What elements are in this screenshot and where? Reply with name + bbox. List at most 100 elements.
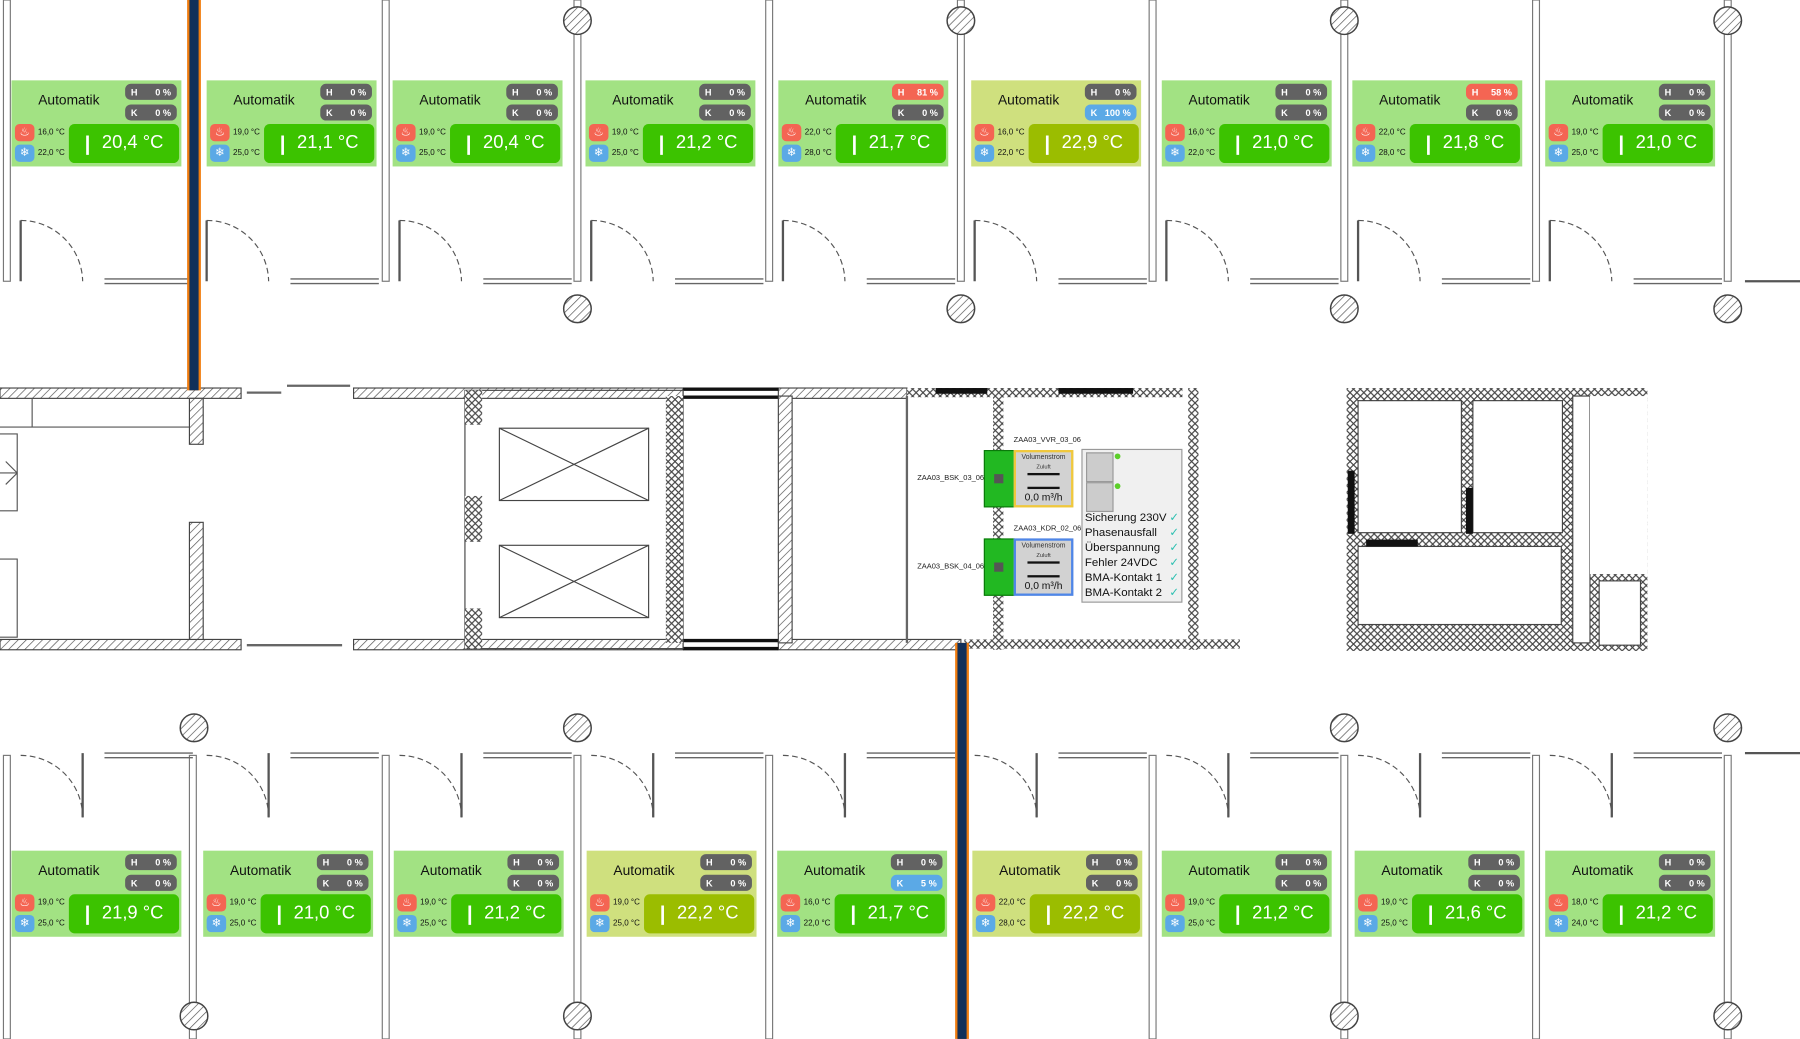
cooling-setpoint[interactable]: 22,0 °C xyxy=(37,149,65,158)
badge-label: K xyxy=(1664,877,1672,888)
heating-icon[interactable]: ♨ xyxy=(1355,123,1376,142)
heating-setpoint[interactable]: 19,0 °C xyxy=(1188,898,1216,907)
cooling-icon[interactable]: ❄ xyxy=(781,144,802,162)
cooling-setpoint[interactable]: 25,0 °C xyxy=(611,149,639,158)
heating-icon[interactable]: ♨ xyxy=(1165,894,1185,912)
heating-icon[interactable]: ♨ xyxy=(397,894,417,912)
heating-output-value: 0 % xyxy=(350,86,367,98)
heating-icon[interactable]: ♨ xyxy=(974,123,995,142)
heating-icon[interactable]: ♨ xyxy=(588,123,609,142)
cooling-icon[interactable]: ❄ xyxy=(14,914,35,933)
heating-icon[interactable]: ♨ xyxy=(210,123,230,142)
heating-setpoint[interactable]: 19,0 °C xyxy=(1571,128,1599,137)
controller-module-icon xyxy=(1086,482,1114,513)
heating-icon[interactable]: ♨ xyxy=(14,123,35,142)
heating-icon[interactable]: ♨ xyxy=(1548,894,1569,912)
cooling-setpoint[interactable]: 28,0 °C xyxy=(998,919,1026,928)
cooling-icon[interactable]: ❄ xyxy=(396,144,416,162)
heating-setpoint[interactable]: 16,0 °C xyxy=(803,898,831,907)
heating-icon[interactable]: ♨ xyxy=(396,123,416,142)
heating-setpoint[interactable]: 16,0 °C xyxy=(1188,128,1216,137)
cooling-setpoint[interactable]: 25,0 °C xyxy=(613,919,640,928)
heating-icon[interactable]: ♨ xyxy=(1548,123,1569,142)
cooling-icon[interactable]: ❄ xyxy=(210,144,230,162)
cooling-setpoint[interactable]: 22,0 °C xyxy=(803,919,831,928)
cooling-setpoint[interactable]: 25,0 °C xyxy=(1381,919,1408,928)
heating-setpoint[interactable]: 22,0 °C xyxy=(1378,128,1406,137)
volume-flow-kdr-02-06[interactable]: Volumenstrom Zuluft 0,0 m³/h xyxy=(1013,538,1074,596)
heating-setpoint[interactable]: 19,0 °C xyxy=(1381,898,1408,907)
heating-output-value: 0 % xyxy=(1114,86,1131,98)
control-cabinet-status[interactable]: Sicherung 230V✓Phasenausfall✓Überspannun… xyxy=(1081,448,1183,603)
cooling-icon[interactable]: ❄ xyxy=(780,914,801,933)
heating-setpoint[interactable]: 18,0 °C xyxy=(1571,898,1599,907)
cooling-icon[interactable]: ❄ xyxy=(14,144,35,162)
heating-setpoint[interactable]: 22,0 °C xyxy=(998,898,1026,907)
cooling-icon[interactable]: ❄ xyxy=(588,144,609,162)
cooling-setpoint[interactable]: 28,0 °C xyxy=(804,149,832,158)
heating-icon[interactable]: ♨ xyxy=(781,123,802,142)
cooling-setpoint[interactable]: 25,0 °C xyxy=(420,919,448,928)
heating-setpoint[interactable]: 19,0 °C xyxy=(419,128,446,137)
heating-setpoint[interactable]: 19,0 °C xyxy=(420,898,448,907)
heating-icon[interactable]: ♨ xyxy=(206,894,227,912)
thermometer-icon: | xyxy=(850,901,857,925)
cooling-icon[interactable]: ❄ xyxy=(206,914,227,933)
cooling-icon[interactable]: ❄ xyxy=(590,914,610,933)
cooling-icon[interactable]: ❄ xyxy=(975,914,996,933)
cooling-setpoint[interactable]: 25,0 °C xyxy=(1571,149,1599,158)
heating-setpoint[interactable]: 19,0 °C xyxy=(613,898,640,907)
cooling-icon[interactable]: ❄ xyxy=(1548,144,1569,162)
cooling-setpoint[interactable]: 28,0 °C xyxy=(1378,149,1406,158)
cooling-setpoint[interactable]: 25,0 °C xyxy=(1188,919,1216,928)
heating-setpoint[interactable]: 16,0 °C xyxy=(37,128,65,137)
fire-damper-bsk-03-06[interactable] xyxy=(983,450,1015,508)
heating-icon[interactable]: ♨ xyxy=(975,894,996,912)
cooling-icon[interactable]: ❄ xyxy=(1165,914,1185,933)
cooling-icon[interactable]: ❄ xyxy=(1355,144,1376,162)
heating-icon[interactable]: ♨ xyxy=(780,894,801,912)
heating-setpoint[interactable]: 19,0 °C xyxy=(37,898,65,907)
heating-icon[interactable]: ♨ xyxy=(1165,123,1185,142)
heating-icon[interactable]: ♨ xyxy=(14,894,35,912)
heating-setpoint[interactable]: 16,0 °C xyxy=(997,128,1025,137)
heating-setpoint[interactable]: 22,0 °C xyxy=(804,128,832,137)
fire-damper-bsk-04-06[interactable] xyxy=(983,538,1015,596)
heating-icon[interactable]: ♨ xyxy=(590,894,610,912)
heating-icon[interactable]: ♨ xyxy=(1358,894,1378,912)
cooling-icon[interactable]: ❄ xyxy=(974,144,995,162)
cooling-icon[interactable]: ❄ xyxy=(397,914,417,933)
cooling-icon[interactable]: ❄ xyxy=(1548,914,1569,933)
volume-flow-vvr-03-06[interactable]: Volumenstrom Zuluft 0,0 m³/h xyxy=(1013,450,1074,508)
cooling-setpoint[interactable]: 22,0 °C xyxy=(997,149,1025,158)
cooling-setpoint[interactable]: 25,0 °C xyxy=(37,919,65,928)
cooling-setpoint[interactable]: 25,0 °C xyxy=(233,149,260,158)
heating-setpoint[interactable]: 19,0 °C xyxy=(611,128,639,137)
cooling-setpoint[interactable]: 25,0 °C xyxy=(419,149,446,158)
cooling-icon[interactable]: ❄ xyxy=(1165,144,1185,162)
cooling-setpoint[interactable]: 22,0 °C xyxy=(1188,149,1216,158)
heating-setpoint[interactable]: 19,0 °C xyxy=(229,898,257,907)
cooling-setpoint[interactable]: 25,0 °C xyxy=(229,919,257,928)
cooling-setpoint[interactable]: 24,0 °C xyxy=(1571,919,1599,928)
heating-setpoint[interactable]: 19,0 °C xyxy=(233,128,260,137)
cooling-icon[interactable]: ❄ xyxy=(1358,914,1378,933)
